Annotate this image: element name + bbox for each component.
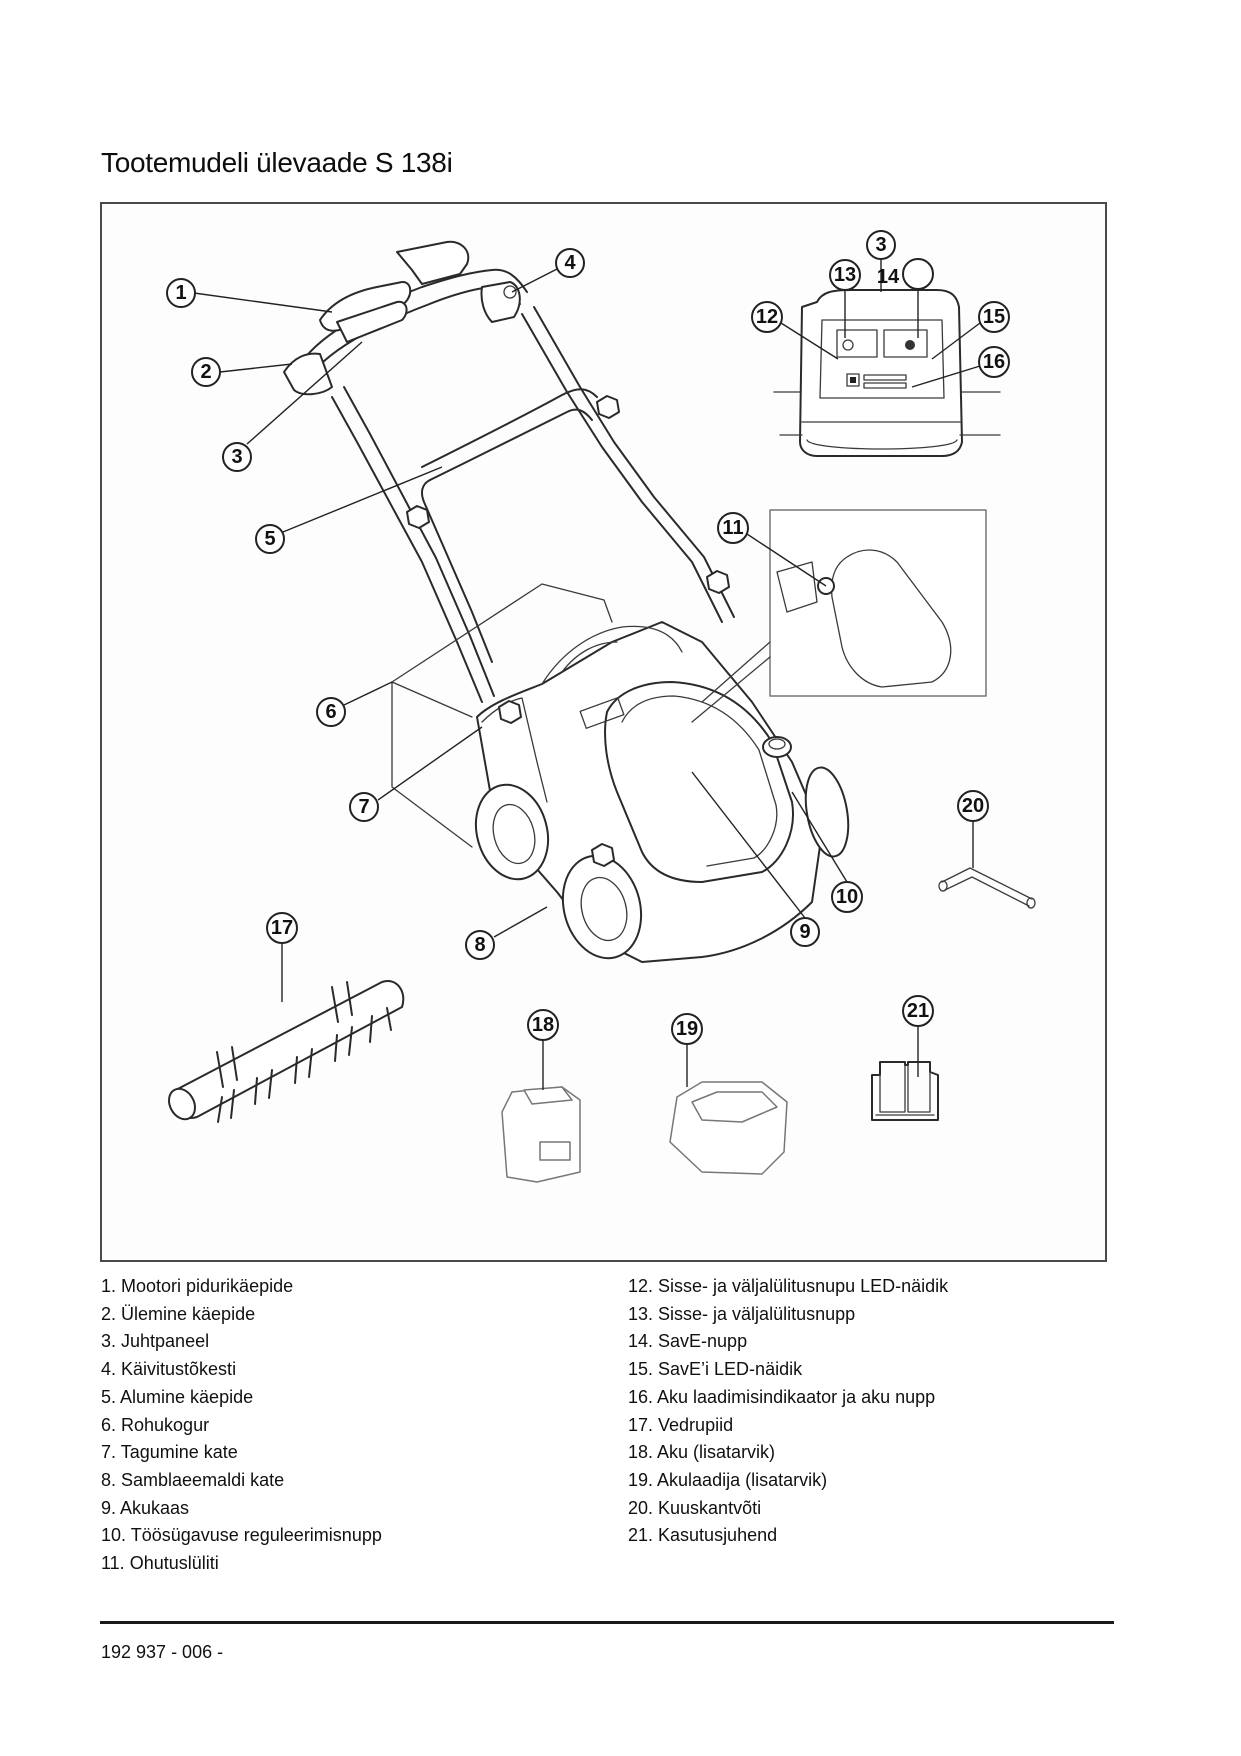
legend-item: 15. SavE’i LED-näidik (628, 1359, 803, 1380)
document-number: 192 937 - 006 - (101, 1642, 224, 1662)
svg-text:2: 2 (200, 361, 211, 383)
legend-item: 16. Aku laadimisindikaator ja aku nupp (628, 1386, 936, 1407)
legend-item: 6. Rohukogur (101, 1414, 210, 1435)
svg-text:20: 20 (962, 795, 984, 817)
callout-14-empty-circle (902, 258, 934, 290)
control-panel-inset (773, 289, 1001, 457)
svg-text:12: 12 (756, 306, 778, 328)
leader-lines (193, 259, 981, 1090)
legend-item: 3. Juhtpaneel (101, 1331, 210, 1352)
callout-19: 19 (671, 1013, 703, 1045)
callout-20: 20 (957, 790, 989, 822)
callout-15: 15 (978, 301, 1010, 333)
parts-legend-right: 12. Sisse- ja väljalülitusnupu LED-näidi… (628, 1273, 948, 1550)
grass-catcher (391, 583, 613, 848)
callout-14: 14 (877, 266, 900, 288)
hex-key (938, 867, 1036, 909)
battery-pack (501, 1086, 581, 1183)
legend-item: 1. Mootori pidurikäepide (101, 1276, 294, 1296)
legend-item: 18. Aku (lisatarvik) (628, 1442, 776, 1463)
callout-17: 17 (266, 912, 298, 944)
legend-item: 17. Vedrupiid (628, 1414, 734, 1435)
legend-item: 7. Tagumine kate (101, 1442, 238, 1463)
callout-3-panel: 3 (866, 230, 896, 260)
safety-switch-inset (691, 509, 987, 723)
svg-text:19: 19 (676, 1018, 698, 1040)
svg-text:10: 10 (836, 886, 858, 908)
svg-text:14: 14 (877, 266, 900, 288)
legend-item: 19. Akulaadija (lisatarvik) (628, 1469, 828, 1490)
callout-6: 6 (316, 697, 346, 727)
spring-tine-roller (168, 980, 405, 1123)
legend-item: 13. Sisse- ja väljalülitusnupp (628, 1303, 856, 1324)
svg-text:18: 18 (532, 1014, 554, 1036)
svg-text:5: 5 (264, 528, 275, 550)
callout-13: 13 (829, 259, 861, 291)
callout-5: 5 (255, 524, 285, 554)
page-title: Tootemudeli ülevaade S 138i (101, 147, 453, 178)
callout-16: 16 (978, 346, 1010, 378)
svg-text:3: 3 (875, 234, 886, 256)
svg-text:8: 8 (474, 934, 485, 956)
manual-book-icon (871, 1061, 939, 1121)
svg-text:1: 1 (175, 282, 186, 304)
legend-item: 2. Ülemine käepide (101, 1303, 256, 1324)
callout-18: 18 (527, 1009, 559, 1041)
legend-item: 21. Kasutusjuhend (628, 1525, 778, 1546)
legend-item: 4. Käivitustõkesti (101, 1359, 237, 1380)
callout-4: 4 (555, 248, 585, 278)
mower-body (474, 621, 850, 963)
upper-handle (283, 240, 735, 703)
svg-text:6: 6 (325, 701, 336, 723)
svg-text:17: 17 (271, 917, 293, 939)
product-overview-figure: 1 2 3 4 5 6 7 8 9 10 11 3 13 14 12 15 16… (100, 202, 1107, 1262)
svg-text:9: 9 (799, 921, 810, 943)
callout-1: 1 (166, 278, 196, 308)
svg-text:21: 21 (907, 1000, 929, 1022)
legend-item: 10. Töösügavuse reguleerimisnupp (101, 1525, 382, 1546)
callout-21: 21 (902, 995, 934, 1027)
svg-text:16: 16 (983, 351, 1005, 373)
svg-text:4: 4 (564, 252, 576, 274)
legend-item: 12. Sisse- ja väljalülitusnupu LED-näidi… (628, 1276, 949, 1296)
callout-10: 10 (831, 881, 863, 913)
svg-text:7: 7 (358, 796, 369, 818)
legend-item: 11. Ohutuslüliti (101, 1553, 219, 1574)
svg-text:3: 3 (231, 446, 242, 468)
callout-7: 7 (349, 792, 379, 822)
parts-legend-left: 1. Mootori pidurikäepide 2. Ülemine käep… (101, 1273, 382, 1578)
legend-item: 8. Samblaeemaldi kate (101, 1469, 285, 1490)
svg-text:13: 13 (834, 264, 856, 286)
lower-handle (421, 388, 598, 663)
callout-9: 9 (790, 917, 820, 947)
legend-item: 20. Kuuskantvõti (628, 1497, 762, 1518)
callout-3: 3 (222, 442, 252, 472)
footer-divider (100, 1621, 1114, 1624)
legend-item: 5. Alumine käepide (101, 1386, 254, 1407)
callout-12: 12 (751, 301, 783, 333)
legend-item: 14. SavE-nupp (628, 1331, 748, 1352)
legend-item: 9. Akukaas (101, 1497, 190, 1518)
callout-2: 2 (191, 357, 221, 387)
svg-text:15: 15 (983, 306, 1005, 328)
battery-charger (669, 1081, 788, 1175)
svg-text:11: 11 (722, 517, 743, 539)
callout-8: 8 (465, 930, 495, 960)
callout-11: 11 (717, 512, 749, 544)
